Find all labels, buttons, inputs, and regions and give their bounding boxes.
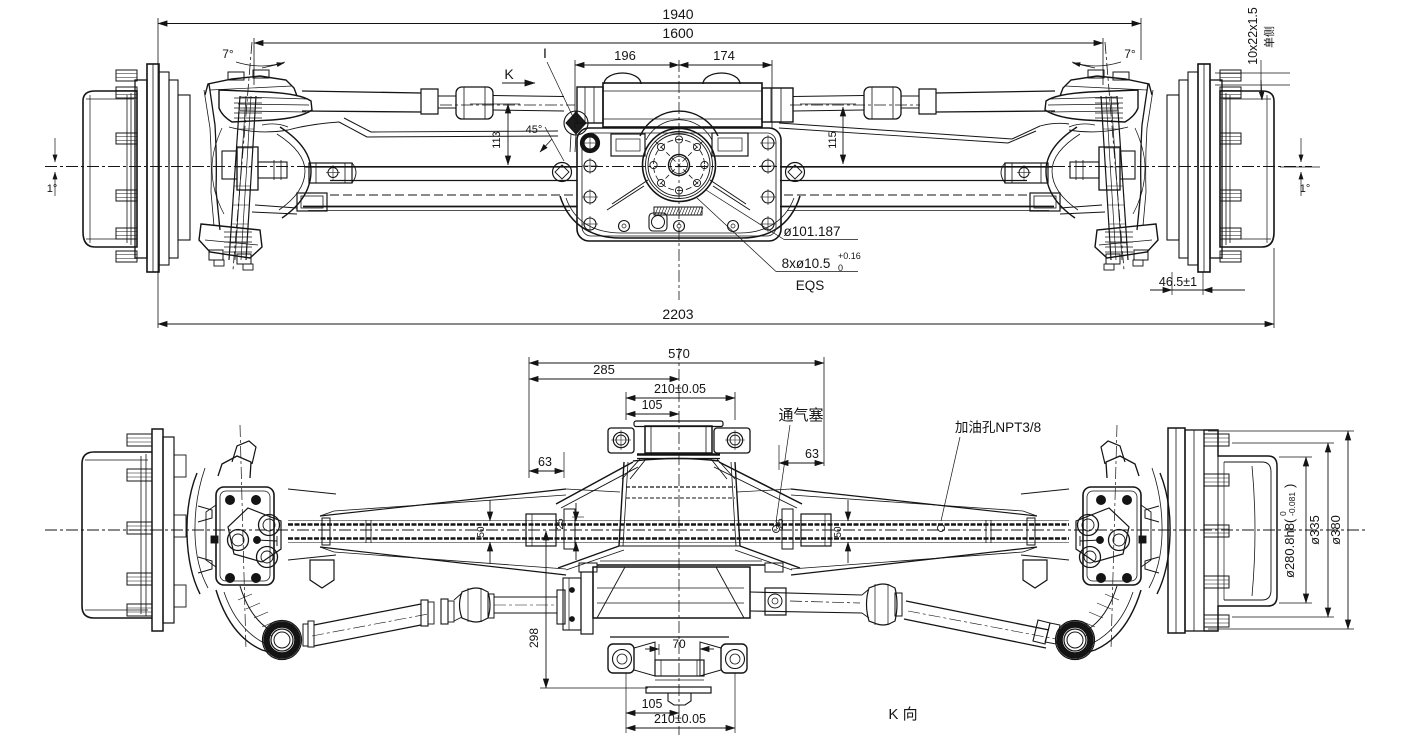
svg-text:105: 105 [642, 697, 663, 711]
svg-text:0: 0 [838, 263, 843, 273]
svg-text:1°: 1° [47, 183, 58, 195]
svg-text:+0.16: +0.16 [838, 251, 861, 261]
svg-text:ø101.187: ø101.187 [783, 224, 840, 239]
svg-text:50: 50 [833, 526, 844, 538]
svg-text:113: 113 [491, 131, 503, 149]
svg-text:196: 196 [614, 48, 636, 63]
svg-text:1°: 1° [1300, 183, 1311, 195]
svg-text:50: 50 [476, 526, 487, 538]
svg-text:K 向: K 向 [888, 706, 917, 723]
svg-text:210±0.05: 210±0.05 [654, 382, 706, 396]
svg-text:单侧: 单侧 [1263, 26, 1276, 48]
svg-text:210±0.05: 210±0.05 [654, 712, 706, 726]
svg-text:25: 25 [555, 518, 566, 530]
svg-text:7°: 7° [222, 47, 234, 61]
svg-text:115: 115 [827, 131, 839, 149]
svg-text:I: I [543, 45, 547, 61]
svg-text:EQS: EQS [796, 278, 825, 293]
svg-text:10x22x1.5: 10x22x1.5 [1246, 7, 1260, 65]
svg-text:): ) [1282, 484, 1297, 488]
svg-text:ø380: ø380 [1328, 515, 1343, 545]
svg-text:46.5±1: 46.5±1 [1159, 275, 1197, 289]
svg-text:570: 570 [668, 346, 690, 361]
svg-text:25: 25 [775, 518, 786, 530]
svg-text:ø280.8h8(: ø280.8h8( [1282, 518, 1297, 578]
svg-text:63: 63 [805, 447, 819, 461]
svg-text:ø335: ø335 [1307, 515, 1322, 545]
svg-text:285: 285 [593, 362, 615, 377]
svg-text:0: 0 [1278, 511, 1288, 516]
svg-text:298: 298 [527, 628, 541, 648]
svg-text:70: 70 [672, 637, 686, 651]
svg-text:2203: 2203 [662, 306, 693, 322]
svg-text:105: 105 [642, 398, 663, 412]
svg-text:加油孔NPT3/8: 加油孔NPT3/8 [955, 420, 1041, 435]
svg-text:K: K [504, 66, 514, 82]
svg-text:174: 174 [713, 48, 735, 63]
svg-text:45°: 45° [526, 124, 543, 136]
svg-text:63: 63 [538, 455, 552, 469]
svg-text:通气塞: 通气塞 [778, 406, 823, 424]
svg-text:8xø10.5: 8xø10.5 [782, 256, 831, 271]
svg-text:1940: 1940 [662, 6, 693, 22]
svg-text:-0.081: -0.081 [1287, 492, 1297, 516]
svg-text:7°: 7° [1124, 47, 1136, 61]
svg-text:1600: 1600 [662, 25, 693, 41]
